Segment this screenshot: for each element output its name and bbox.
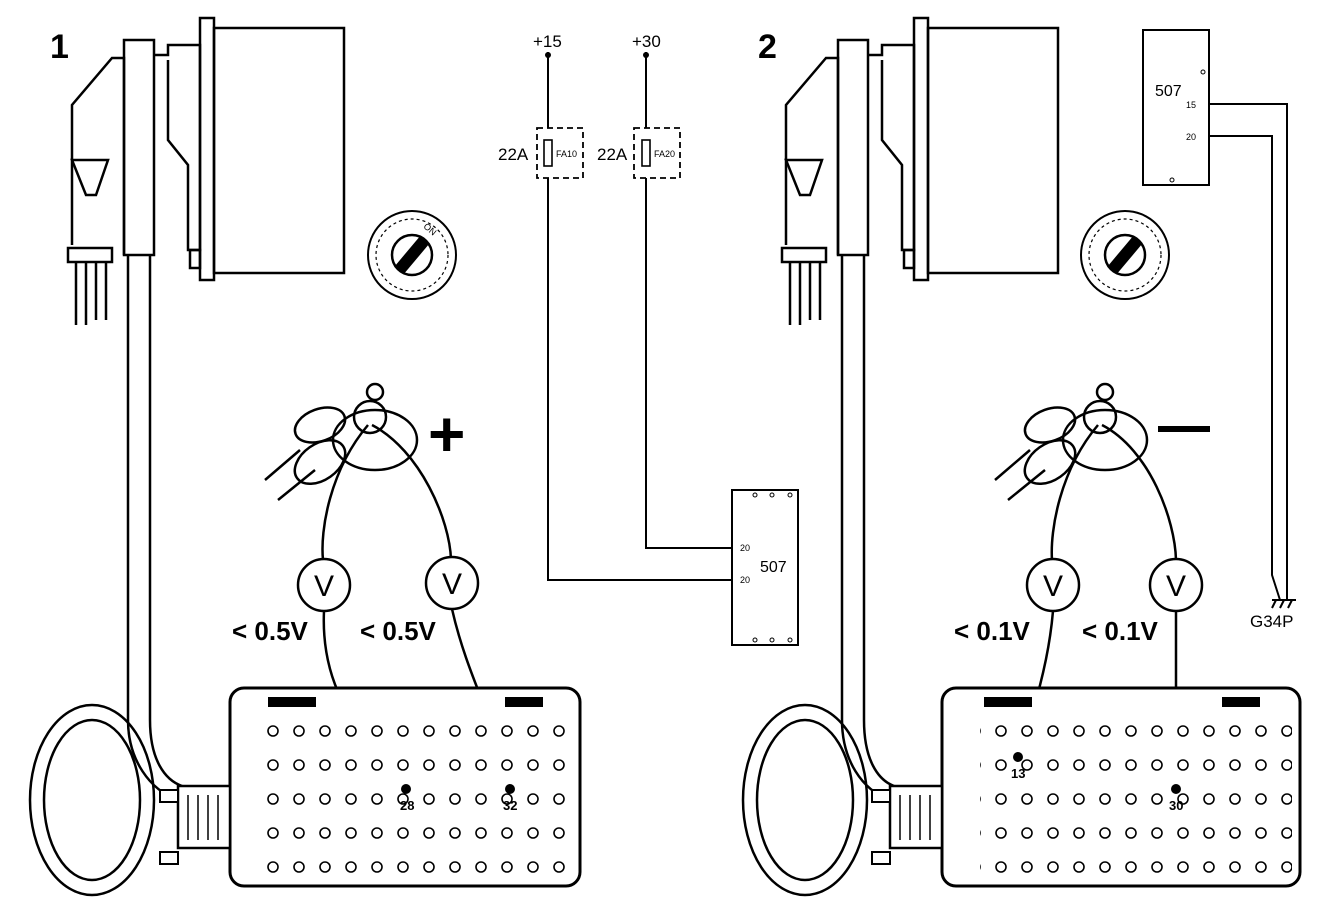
pin-label-1-left: 28 xyxy=(400,798,414,813)
voltmeter-1-left: V xyxy=(296,557,352,613)
ground-label: G34P xyxy=(1250,612,1293,631)
reading-1-right: < 0.5V xyxy=(360,616,437,646)
svg-text:V: V xyxy=(1166,570,1186,603)
svg-text:20: 20 xyxy=(740,575,750,585)
svg-text:V: V xyxy=(314,570,334,603)
fuse-rating-1: 22A xyxy=(498,145,529,164)
switch-on-label: ON xyxy=(422,221,439,237)
supply-30-label: +30 xyxy=(632,32,661,51)
panel-1: 1 ON + xyxy=(28,16,582,897)
voltmeter-1-right: V xyxy=(424,555,480,611)
panel-2: 2 507 15 20 G3 xyxy=(741,16,1302,897)
ignition-switch-2 xyxy=(1080,210,1170,300)
ground-symbol: G34P xyxy=(1250,599,1296,631)
svg-text:V: V xyxy=(1043,570,1063,603)
pin-label-1-right: 32 xyxy=(503,798,517,813)
svg-text:V: V xyxy=(442,568,462,601)
module-507-box: 20 20 507 xyxy=(731,489,799,646)
panel-number-2: 2 xyxy=(758,28,777,66)
engine-assembly-1 xyxy=(66,16,346,325)
reading-1-left: < 0.5V xyxy=(232,616,309,646)
module-507-panel2: 507 15 20 xyxy=(1142,29,1210,186)
svg-text:15: 15 xyxy=(1186,100,1196,110)
svg-text:FA10: FA10 xyxy=(556,149,577,159)
sensor-connector-2 xyxy=(994,382,1149,501)
svg-text:507: 507 xyxy=(1155,83,1182,100)
circuit-schematic: +15 +30 FA10 22A FA20 22A 20 20 xyxy=(498,32,799,646)
fuse-1: FA10 22A xyxy=(498,127,584,179)
probe-sign-plus: + xyxy=(428,398,465,470)
module-507-label: 507 xyxy=(760,559,787,576)
engine-assembly-2 xyxy=(780,16,1060,325)
breakout-box-2: 13 30 xyxy=(871,686,1302,888)
probe-sign-minus xyxy=(1158,426,1210,432)
fuse-rating-2: 22A xyxy=(597,145,628,164)
voltmeter-2-left: V xyxy=(1025,557,1081,613)
breakout-box-1: 28 32 xyxy=(159,686,582,888)
sensor-connector-1 xyxy=(264,382,419,501)
svg-text:20: 20 xyxy=(1186,132,1196,142)
voltmeter-2-right: V xyxy=(1148,557,1204,613)
panel-number-1: 1 xyxy=(50,28,69,66)
ignition-switch-1: ON xyxy=(367,210,457,300)
supply-15-label: +15 xyxy=(533,32,562,51)
svg-text:FA20: FA20 xyxy=(654,149,675,159)
reading-2-right: < 0.1V xyxy=(1082,616,1159,646)
pin-label-2-left: 13 xyxy=(1011,766,1025,781)
fuse-2: FA20 22A xyxy=(597,127,681,179)
reading-2-left: < 0.1V xyxy=(954,616,1031,646)
pin-label-2-right: 30 xyxy=(1169,798,1183,813)
svg-text:20: 20 xyxy=(740,543,750,553)
